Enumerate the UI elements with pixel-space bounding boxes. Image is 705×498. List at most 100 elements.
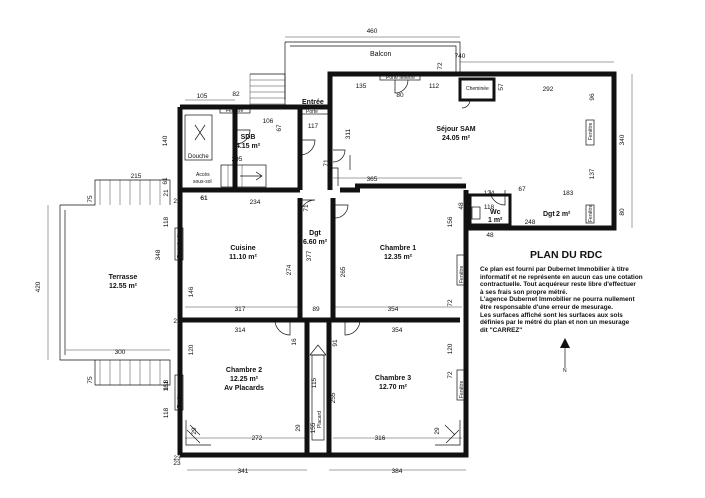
dimension-value: 156 [447, 216, 454, 227]
dimension-value: 29 [191, 427, 198, 435]
dimension-value: 23 [173, 460, 181, 467]
dimension-value: 82 [232, 91, 240, 98]
dimension-value: 96 [589, 93, 596, 101]
dimension-value: 137 [589, 168, 596, 179]
chambre2-name: Chambre 2 [226, 367, 262, 374]
acces-label-2: sous-sol [193, 179, 212, 185]
dimension-value: 183 [563, 190, 574, 197]
dimension-value: 300 [115, 349, 126, 356]
acces-label-1: Accès [196, 172, 210, 178]
dimension-value: 340 [619, 134, 626, 145]
dimension-value: 80 [297, 173, 304, 181]
porte-label: Porte [306, 109, 318, 115]
walls [177, 71, 617, 458]
dimension-value: 135 [356, 83, 367, 90]
dimension-value: 23 [173, 198, 181, 205]
dimension-value: 124 [484, 190, 495, 197]
dimension-value: 420 [35, 281, 42, 292]
dimension-value: 354 [388, 306, 399, 313]
chambre3-area: 12.70 m² [379, 384, 408, 391]
dimension-value: 75 [87, 376, 94, 384]
dimension-value: 48 [458, 202, 465, 210]
cuisine-area: 11.10 m² [229, 254, 257, 261]
fenetre-label-ch3: Fenêtre [459, 381, 465, 398]
note-line: être responsable d'une erreur de mesurag… [480, 303, 613, 311]
dimension-value: 106 [263, 118, 274, 125]
dimension-value: 317 [235, 306, 246, 313]
dimension-value: 341 [238, 468, 249, 475]
sdb-area: 4.15 m² [236, 143, 261, 150]
dimension-value: 80 [396, 92, 404, 99]
note-line: à ses frais son propre métré. [480, 288, 568, 296]
dimension-value: 80 [619, 208, 626, 216]
dimension-value: 311 [345, 128, 352, 139]
placard-label: Placard [317, 411, 323, 428]
dimension-value: 460 [367, 28, 378, 35]
shower [184, 114, 213, 161]
note-line: Les surfaces affiché sont les surfaces a… [480, 311, 623, 319]
dimension-value: 91 [332, 339, 339, 347]
dimension-value: 29 [295, 424, 302, 432]
dimension-value: 23 [173, 318, 181, 325]
dimension-value: 89 [312, 306, 320, 313]
dimension-value: 384 [392, 468, 403, 475]
note-line: Ce plan est fourni par Dubernet Immobili… [480, 266, 629, 273]
dimension-value: 316 [375, 435, 386, 442]
dimension-value: 292 [543, 86, 554, 93]
dimension-value: 255 [330, 392, 337, 403]
fenetre-label-sejour: Fenêtre [588, 123, 594, 140]
disclaimer-note: Ce plan est fourni par Dubernet Immobili… [480, 266, 685, 334]
dimension-value: 314 [235, 327, 246, 334]
dimension-value: 740 [455, 53, 466, 60]
dgt1-name: Dgt [309, 230, 321, 237]
dimension-value: 57 [498, 83, 505, 91]
note-line: dit "CARREZ" [480, 326, 523, 334]
dimension-value: 348 [155, 249, 162, 260]
fenetre-label-ch2: Fenêtre [177, 391, 183, 408]
dimension-value: 21 [163, 189, 170, 197]
dimension-value: 118 [484, 204, 495, 211]
dimension-value: 23 [173, 455, 181, 462]
dimension-value: 115 [311, 377, 318, 388]
dimension-value: 67 [276, 124, 283, 132]
dimension-value: 377 [306, 250, 313, 261]
dimension-value: 72 [447, 371, 454, 379]
cheminee-label: Cheminée [466, 86, 489, 92]
dgt1-area: 6.60 m² [303, 239, 328, 246]
dimension-value: 72 [447, 299, 454, 307]
porte-fenetre-label: Porte fenêtre [386, 75, 415, 81]
dimension-lines [47, 36, 633, 471]
note-line: L'agence Dubernet Immobilier ne pourra n… [480, 296, 635, 304]
chambre3-name: Chambre 3 [375, 375, 411, 382]
chambre2-extra: Av Placards [224, 385, 264, 392]
dimension-value: 71 [323, 159, 330, 167]
dimension-value: 265 [340, 266, 347, 277]
dimension-value: 272 [252, 435, 263, 442]
dimension-value: 120 [188, 344, 195, 355]
dimension-value: 120 [447, 343, 454, 354]
dimension-value: 274 [286, 264, 293, 275]
room-labels: Séjour SAM 24.05 m² SDB 4.15 m² Cuisine … [109, 51, 594, 428]
sejour-name: Séjour SAM [436, 126, 475, 133]
dimension-value: 354 [392, 327, 403, 334]
dimension-value: 48 [486, 232, 494, 239]
balcon-label: Balcon [370, 51, 392, 58]
dimension-value: 29 [434, 427, 441, 435]
dimension-value: 112 [429, 83, 440, 90]
dimension-value: 61 [200, 195, 208, 202]
dimension-value: 295 [232, 156, 243, 163]
chambre1-name: Chambre 1 [380, 245, 416, 252]
fenetre-label-ch1: Fenêtre [459, 266, 465, 283]
dimension-value: 61 [200, 195, 208, 202]
fenetre-label-sdb: Fenêtre [226, 108, 243, 114]
terrasse-name: Terrasse [109, 274, 138, 281]
dgt2-area: 2 m² [556, 211, 571, 218]
windows [174, 73, 595, 441]
dimension-value: 105 [197, 93, 208, 100]
dimension-value: 146 [188, 286, 195, 297]
dimension-value: 75 [87, 195, 94, 203]
chambre1-area: 12.35 m² [384, 254, 413, 261]
dimension-value: 16 [291, 338, 298, 346]
